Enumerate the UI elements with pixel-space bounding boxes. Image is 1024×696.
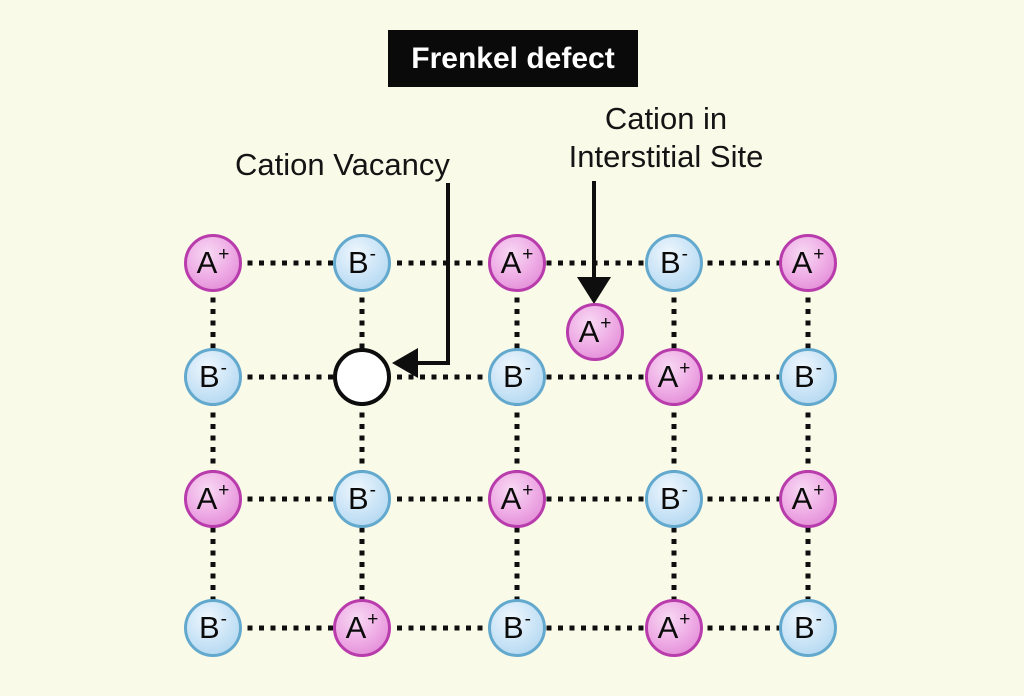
ion-symbol: A — [657, 610, 679, 645]
ion-symbol: B — [347, 245, 369, 280]
ion-a-plus: A+ — [779, 470, 837, 528]
ion-symbol: A — [791, 245, 813, 280]
ion-symbol: B — [347, 481, 369, 516]
ion-charge: + — [679, 608, 691, 630]
ion-a-plus: A+ — [333, 599, 391, 657]
ion-a-plus: A+ — [779, 234, 837, 292]
ion-symbol: B — [502, 359, 524, 394]
ion-b-minus: B- — [184, 599, 242, 657]
ion-symbol: A — [196, 481, 218, 516]
ion-symbol: A — [657, 359, 679, 394]
ion-charge: + — [522, 243, 534, 265]
ion-symbol: B — [198, 610, 220, 645]
ion-symbol: A — [345, 610, 367, 645]
ion-a-plus: A+ — [488, 470, 546, 528]
ion-charge: - — [369, 243, 376, 265]
ion-a-plus: A+ — [488, 234, 546, 292]
ion-charge: + — [813, 243, 825, 265]
cation-vacancy-label: Cation Vacancy — [235, 147, 450, 182]
ion-symbol: B — [502, 610, 524, 645]
ion-charge: - — [220, 357, 227, 379]
ion-charge: + — [218, 479, 230, 501]
ion-b-minus: B- — [184, 348, 242, 406]
ion-charge: - — [815, 357, 822, 379]
ion-charge: + — [367, 608, 379, 630]
ion-a-plus: A+ — [645, 599, 703, 657]
ion-charge: + — [813, 479, 825, 501]
ion-symbol: A — [500, 245, 522, 280]
ion-b-minus: B- — [645, 234, 703, 292]
ion-charge: - — [524, 357, 531, 379]
ion-b-minus: B- — [488, 348, 546, 406]
interstitial-arrowhead-icon — [577, 277, 611, 304]
ion-symbol: B — [198, 359, 220, 394]
ion-charge: + — [600, 312, 612, 334]
ion-symbol: A — [500, 481, 522, 516]
ion-a-plus: A+ — [184, 234, 242, 292]
interstitial-label-line1: Cation in — [604, 101, 728, 136]
ion-b-minus: B- — [333, 234, 391, 292]
ion-b-minus: B- — [779, 348, 837, 406]
ion-b-minus: B- — [333, 470, 391, 528]
ion-charge: + — [218, 243, 230, 265]
ion-b-minus: B- — [488, 599, 546, 657]
ion-a-plus: A+ — [645, 348, 703, 406]
ion-a-plus: A+ — [184, 470, 242, 528]
ion-charge: - — [815, 608, 822, 630]
ion-charge: - — [681, 243, 688, 265]
interstitial-site-label: Cation in Interstitial Site — [569, 100, 764, 176]
interstitial-label-line2: Interstitial Site — [568, 139, 764, 174]
ion-charge: + — [679, 357, 691, 379]
diagram-title: Frenkel defect — [388, 30, 638, 87]
ion-charge: - — [681, 479, 688, 501]
ion-symbol: B — [793, 359, 815, 394]
ion-charge: - — [369, 479, 376, 501]
vacancy-site — [333, 348, 391, 406]
ion-symbol: B — [793, 610, 815, 645]
interstitial-cation: A+ — [566, 303, 624, 361]
ion-symbol: A — [578, 314, 600, 349]
ion-charge: - — [524, 608, 531, 630]
vacancy-arrowhead-icon — [392, 348, 418, 378]
ion-charge: + — [522, 479, 534, 501]
ion-symbol: B — [659, 481, 681, 516]
ion-symbol: A — [196, 245, 218, 280]
ion-symbol: B — [659, 245, 681, 280]
ion-b-minus: B- — [645, 470, 703, 528]
ion-symbol: A — [791, 481, 813, 516]
ion-charge: - — [220, 608, 227, 630]
ion-b-minus: B- — [779, 599, 837, 657]
vacancy-arrow-line — [416, 183, 450, 365]
